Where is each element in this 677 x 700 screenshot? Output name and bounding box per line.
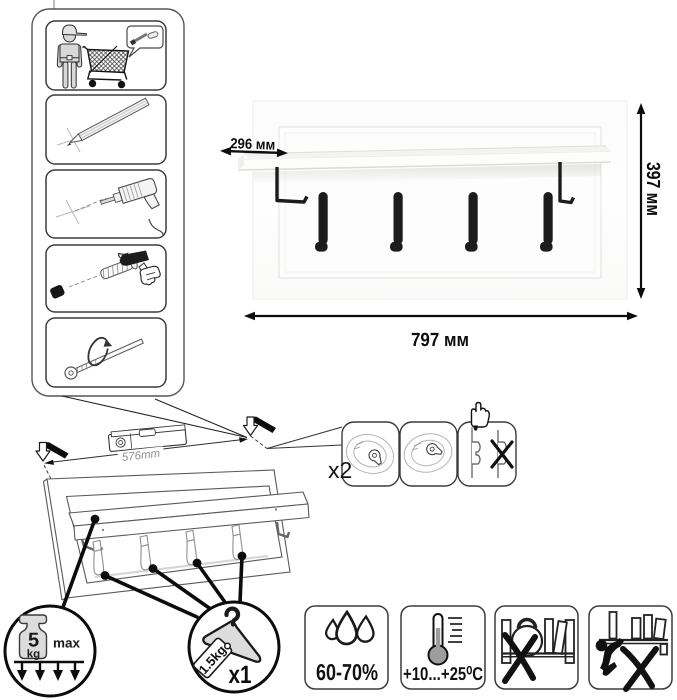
svg-text:296 мм: 296 мм: [230, 136, 276, 154]
svg-text:x2: x2: [328, 457, 352, 483]
svg-text:5: 5: [28, 630, 39, 652]
svg-text:x1: x1: [229, 661, 252, 689]
svg-text:kg: kg: [27, 649, 40, 661]
svg-text:+10...+25⁰C: +10...+25⁰C: [403, 663, 483, 684]
svg-text:max: max: [53, 636, 81, 651]
svg-text:576mm: 576mm: [121, 448, 161, 464]
svg-text:797 мм: 797 мм: [411, 330, 469, 351]
svg-text:397 мм: 397 мм: [642, 162, 663, 216]
svg-text:60-70%: 60-70%: [316, 659, 378, 685]
